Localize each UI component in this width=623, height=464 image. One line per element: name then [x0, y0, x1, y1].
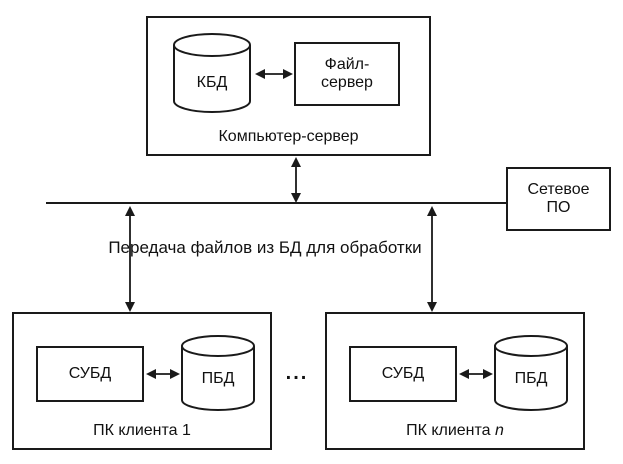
- bus-clientn-arrow: [425, 206, 439, 312]
- client1-label-number: 1: [182, 422, 191, 439]
- clientn-label-prefix: ПК клиента: [406, 422, 496, 439]
- clients-ellipsis: ...: [285, 362, 309, 384]
- server-bus-arrow: [289, 157, 303, 203]
- network-software-label-line1: Сетевое: [527, 181, 590, 198]
- client1-dbms-db-arrow: [146, 367, 180, 381]
- client1-dbms-box: СУБД: [36, 346, 144, 402]
- kbd-database-cylinder-icon: [172, 32, 252, 116]
- clientn-box: СУБД ПБД ПК клиента n: [325, 312, 585, 450]
- file-server-label-line1: Файл-: [324, 56, 370, 73]
- client1-box: СУБД ПБД ПК клиента 1: [12, 312, 272, 450]
- file-server-box: Файл- сервер: [294, 42, 400, 106]
- clientn-dbms-box: СУБД: [349, 346, 457, 402]
- kbd-fileserver-arrow: [255, 67, 293, 81]
- clientn-label: ПК клиента n: [327, 422, 583, 440]
- server-label: Компьютер-сервер: [218, 128, 359, 145]
- bus-caption: Передача файлов из БД для обработки: [108, 238, 422, 257]
- client1-label-prefix: ПК клиента: [93, 422, 183, 439]
- client1-db-label: ПБД: [201, 370, 235, 387]
- server-box: КБД Файл- сервер Компьютер-сервер: [146, 16, 431, 156]
- client1-database-cylinder-icon: [180, 334, 256, 414]
- file-server-label-line2: сервер: [321, 74, 373, 91]
- clientn-dbms-db-arrow: [459, 367, 493, 381]
- client1-dbms-label: СУБД: [68, 365, 112, 382]
- clientn-db-label: ПБД: [514, 370, 548, 387]
- network-bus-line: [46, 202, 506, 204]
- clientn-database-cylinder-icon: [493, 334, 569, 414]
- network-software-box: Сетевое ПО: [506, 167, 611, 231]
- network-software-label-line2: ПО: [546, 199, 571, 216]
- kbd-label: КБД: [196, 74, 228, 91]
- client1-label: ПК клиента 1: [14, 422, 270, 440]
- clientn-label-number: n: [495, 422, 504, 439]
- bus-client1-arrow: [123, 206, 137, 312]
- clientn-dbms-label: СУБД: [381, 365, 425, 382]
